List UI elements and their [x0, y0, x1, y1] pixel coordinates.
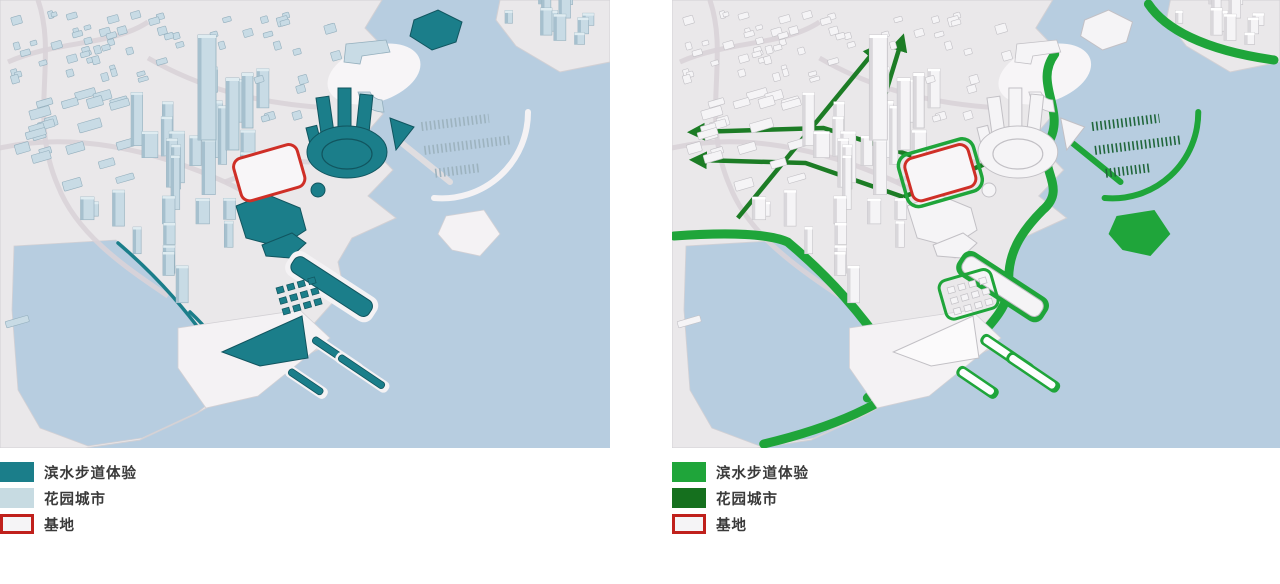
marina-jetties — [1091, 113, 1183, 178]
legend-item-waterfront: 滨水步道体验 — [672, 462, 809, 482]
legend-swatch-garden-pale-blue — [0, 488, 34, 508]
site — [896, 137, 985, 209]
cruise-building — [1080, 9, 1134, 51]
site-promenade-ring — [896, 137, 985, 209]
waterfront-buildings — [891, 9, 1134, 399]
crown-complex — [305, 87, 388, 198]
city-render-left-svg — [0, 0, 610, 448]
pier — [285, 365, 328, 399]
marina-pier — [395, 137, 453, 185]
breakwater-arc — [431, 109, 532, 202]
village-cluster — [937, 268, 1000, 321]
site — [232, 143, 307, 203]
masterplan-panel-left — [0, 0, 610, 448]
legend-swatch-waterfront-teal — [0, 462, 34, 482]
legend-right: 滨水步道体验 花园城市 基地 — [672, 462, 809, 534]
cruise-terminal — [285, 250, 379, 323]
crown-complex — [976, 87, 1059, 198]
site-outline — [232, 143, 307, 203]
marina-pier — [1065, 137, 1124, 185]
delta-park — [220, 315, 309, 367]
legend-label-garden-city: 花园城市 — [716, 491, 778, 508]
cruise-building — [409, 9, 463, 51]
sail-tower — [1060, 117, 1086, 152]
legend-item-site: 基地 — [0, 514, 137, 534]
legend-item-garden-city: 花园城市 — [672, 488, 809, 508]
cruise-terminal — [956, 250, 1050, 323]
site-outline — [903, 143, 978, 203]
legend-label-site: 基地 — [716, 517, 747, 534]
breakwater-arc — [1101, 109, 1202, 202]
legend-item-waterfront: 滨水步道体验 — [0, 462, 137, 482]
pier — [1006, 351, 1061, 393]
legend-label-waterfront: 滨水步道体验 — [44, 465, 137, 482]
legend-item-site: 基地 — [672, 514, 809, 534]
city-buildings — [4, 0, 595, 329]
legend-swatch-site — [0, 514, 34, 534]
pier — [956, 365, 999, 399]
masterplan-panel-right — [672, 0, 1280, 448]
islet — [437, 209, 501, 257]
legend-swatch-waterfront-green — [672, 462, 706, 482]
delta-park — [891, 315, 980, 367]
legend-swatch-site — [672, 514, 706, 534]
pier — [335, 351, 390, 393]
legend-left: 滨水步道体验 花园城市 基地 — [0, 462, 137, 534]
marina-jetties — [420, 113, 513, 178]
village-cluster — [275, 276, 323, 316]
legend-swatch-garden-dark-green — [672, 488, 706, 508]
legend-label-site: 基地 — [44, 517, 75, 534]
sail-tower — [389, 117, 415, 152]
legend-label-garden-city: 花园城市 — [44, 491, 106, 508]
islet — [1108, 210, 1171, 256]
waterfront-buildings — [220, 9, 463, 399]
legend-item-garden-city: 花园城市 — [0, 488, 137, 508]
legend-label-waterfront: 滨水步道体验 — [716, 465, 809, 482]
city-render-right-svg — [672, 0, 1280, 448]
